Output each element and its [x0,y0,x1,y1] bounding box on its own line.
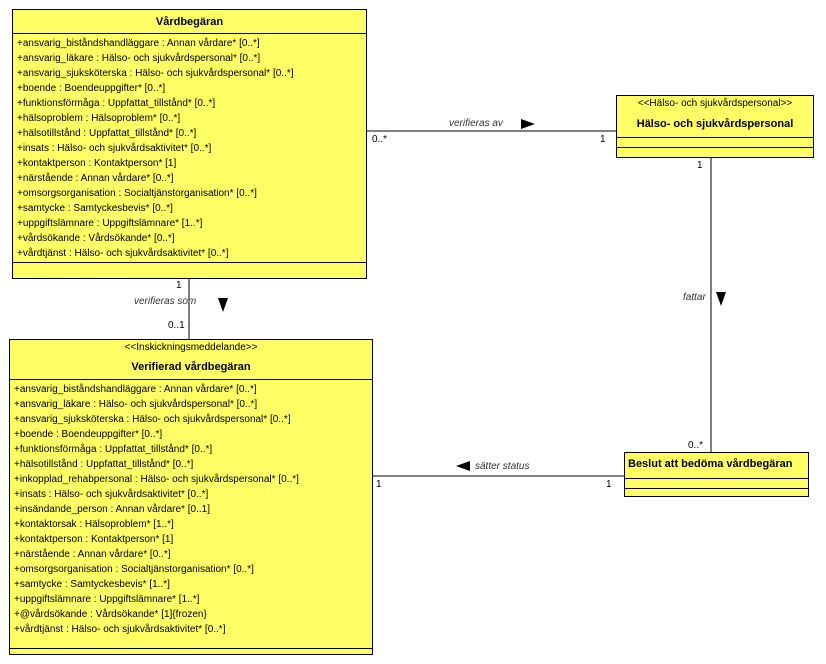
class-header: Beslut att bedöma vårdbegäran [625,453,808,479]
attribute: +omsorgsorganisation : Socialtjänstorgan… [17,188,257,199]
attribute-list: +ansvarig_biståndshandläggare : Annan vå… [13,34,366,262]
attribute: +hälsoproblem : Hälsoproblem* [0..*] [17,113,181,124]
attribute: +samtycke : Samtyckesbevis* [1..*] [14,579,170,590]
multiplicity-verifieras-av-source: 0..* [372,134,388,145]
arrow-fattar-icon [716,292,726,306]
attribute: +vårdsökande : Vårdsökande* [0..*] [17,233,175,244]
attribute: +inkopplad_rehabpersonal : Hälso- och sj… [14,474,299,485]
attribute: +insats : Hälso- och sjukvårdsaktivitet*… [17,143,212,154]
operations-compartment [617,148,813,156]
class-stereotype: <<Inskickningsmeddelande>> [124,342,258,353]
attribute: +kontaktperson : Kontaktperson* [1] [17,158,177,169]
arrow-verifieras-som-icon [218,298,228,312]
attribute: +uppgiftslämnare : Uppgiftslämnare* [1..… [14,594,200,605]
class-name: Beslut att bedöma vårdbegäran [628,458,793,470]
association-label-fattar: fattar [683,292,706,303]
attribute: +vårdtjänst : Hälso- och sjukvårdsaktivi… [14,624,226,635]
attribute-compartment [625,479,808,489]
class-verifierad-vardbegaran[interactable]: <<Inskickningsmeddelande>> Verifierad vå… [9,339,373,655]
attribute: +kontaktorsak : Hälsoproblem* [1..*] [14,519,174,530]
operations-compartment [13,262,366,270]
class-beslut-att-bedoma-vardbegaran[interactable]: Beslut att bedöma vårdbegäran [624,452,809,497]
association-label-verifieras-av: verifieras av [449,118,503,129]
association-label-verifieras-som: verifieras som [134,296,197,307]
attribute: +närstående : Annan vårdare* [0..*] [17,173,174,184]
attribute: +närstående : Annan vårdare* [0..*] [14,549,171,560]
class-name: Verifierad vårdbegäran [131,361,251,373]
attribute: +samtycke : Samtyckesbevis* [0..*] [17,203,173,214]
attribute: +boende : Boendeuppgifter* [0..*] [14,429,163,440]
attribute: +ansvarig_sjuksköterska : Hälso- och sju… [14,414,291,425]
attribute: +funktionsförmåga : Uppfattat_tillstånd*… [14,444,213,455]
multiplicity-verifieras-av-target: 1 [600,134,606,145]
attribute: +uppgiftslämnare : Uppgiftslämnare* [1..… [17,218,203,229]
operations-compartment [10,648,372,656]
attribute-compartment [617,138,813,148]
operations-compartment [625,489,808,497]
class-name: Hälso- och sjukvårdspersonal [636,118,794,130]
arrow-verifieras-av-icon [521,119,535,129]
attribute: +boende : Boendeuppgifter* [0..*] [17,83,166,94]
attribute: +insats : Hälso- och sjukvårdsaktivitet*… [14,489,209,500]
class-stereotype: <<Hälso- och sjukvårdspersonal>> [637,98,793,109]
class-header: <<Inskickningsmeddelande>> Verifierad vå… [10,340,372,380]
multiplicity-satter-status-target: 1 [606,479,612,490]
attribute: +ansvarig_läkare : Hälso- och sjukvårdsp… [17,53,261,64]
class-vardbegaran[interactable]: Vårdbegäran +ansvarig_biståndshandläggar… [12,9,367,279]
multiplicity-satter-status-source: 1 [376,479,382,490]
class-name: Vårdbegäran [155,16,224,28]
attribute-list: +ansvarig_biståndshandläggare : Annan vå… [10,380,372,648]
multiplicity-fattar-target: 0..* [688,440,704,451]
arrow-satter-status-icon [456,461,470,471]
attribute: +hälsotillstånd : Uppfattat_tillstånd* [… [17,128,197,139]
attribute: +funktionsförmåga : Uppfattat_tillstånd*… [17,98,216,109]
class-halso-och-sjukvardspersonal[interactable]: <<Hälso- och sjukvårdspersonal>> Hälso- … [616,95,814,158]
attribute: +ansvarig_biståndshandläggare : Annan vå… [14,384,257,395]
attribute: +ansvarig_läkare : Hälso- och sjukvårdsp… [14,399,258,410]
multiplicity-verifieras-som-source: 1 [176,280,182,291]
class-header: <<Hälso- och sjukvårdspersonal>> Hälso- … [617,96,813,138]
attribute: +omsorgsorganisation : Socialtjänstorgan… [14,564,254,575]
attribute: +ansvarig_sjuksköterska : Hälso- och sju… [17,68,294,79]
attribute: +vårdtjänst : Hälso- och sjukvårdsaktivi… [17,248,229,259]
attribute: +@vårdsökande : Vårdsökande* [1]{frozen} [14,609,207,620]
attribute: +kontaktperson : Kontaktperson* [1] [14,534,174,545]
multiplicity-verifieras-som-target: 0..1 [168,320,185,331]
attribute: +hälsotillstånd : Uppfattat_tillstånd* [… [14,459,194,470]
association-label-satter-status: sätter status [475,461,530,472]
attribute: +insändande_person : Annan vårdare* [0..… [14,504,210,515]
class-header: Vårdbegäran [13,10,366,34]
attribute: +ansvarig_biståndshandläggare : Annan vå… [17,38,260,49]
multiplicity-fattar-source: 1 [697,160,703,171]
